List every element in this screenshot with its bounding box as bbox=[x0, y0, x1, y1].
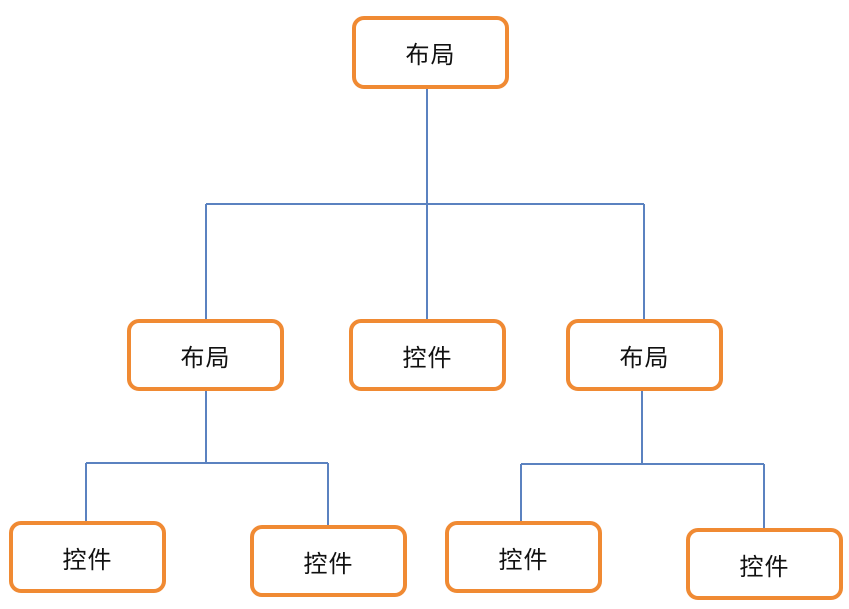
node-label: 布局 bbox=[619, 343, 670, 372]
node-control-middle: 控件 bbox=[349, 319, 506, 391]
node-label: 布局 bbox=[405, 41, 456, 69]
node-root-layout: 布局 bbox=[352, 16, 509, 89]
node-label: 控件 bbox=[498, 545, 549, 574]
node-control-1: 控件 bbox=[9, 521, 166, 593]
node-control-4: 控件 bbox=[686, 528, 843, 600]
node-label: 布局 bbox=[180, 343, 231, 372]
node-label: 控件 bbox=[303, 549, 354, 578]
node-label: 控件 bbox=[402, 343, 453, 372]
node-label: 控件 bbox=[62, 545, 113, 574]
node-control-3: 控件 bbox=[445, 521, 602, 593]
node-layout-left: 布局 bbox=[127, 319, 284, 391]
node-control-2: 控件 bbox=[250, 525, 407, 597]
node-layout-right: 布局 bbox=[566, 319, 723, 391]
node-label: 控件 bbox=[739, 552, 790, 581]
